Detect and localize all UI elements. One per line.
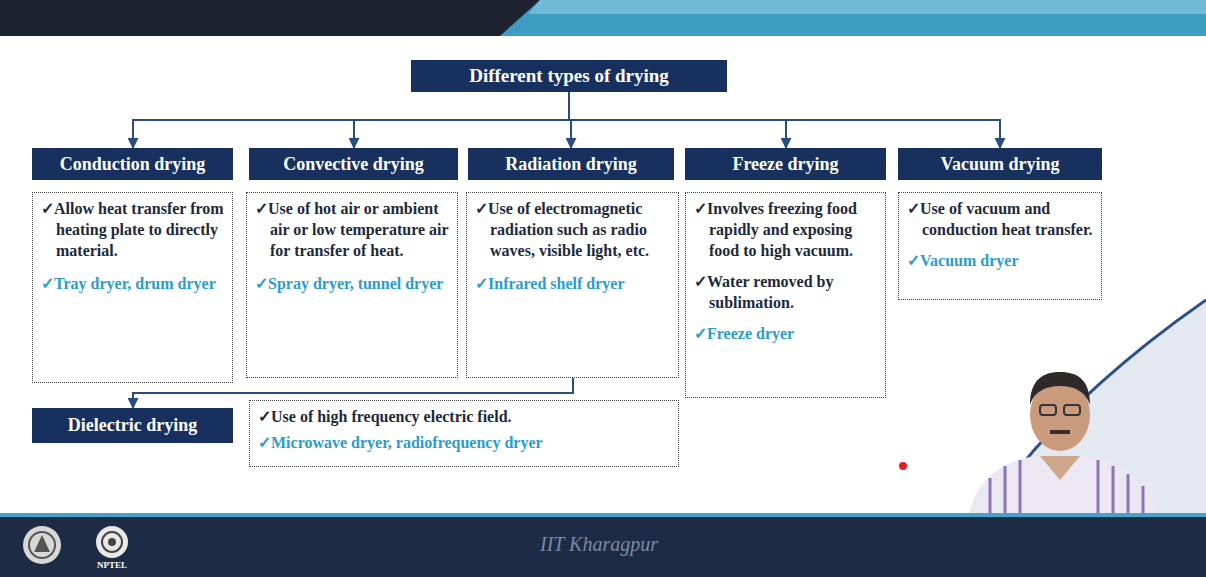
logo-mark	[34, 535, 50, 552]
bullet-text: ✓Use of vacuum and conduction heat trans…	[907, 198, 1093, 240]
presenter-neck	[1040, 456, 1080, 480]
heading-text: Freeze drying	[732, 154, 838, 175]
category-box: Conduction drying	[32, 148, 233, 180]
presenter-hair	[1030, 372, 1090, 405]
presenter-shirt	[968, 456, 1158, 518]
category-box: Convective drying	[249, 148, 458, 180]
heading-text: Different types of drying	[469, 65, 669, 87]
description-box: ✓Use of electromagnetic radiation such a…	[466, 192, 679, 378]
bullet-text: ✓Tray dryer, drum dryer	[41, 273, 224, 294]
logo-caption: NPTEL	[97, 560, 127, 570]
header-band	[0, 0, 1206, 36]
category-box: Freeze drying	[685, 148, 886, 180]
heading-text: Radiation drying	[505, 154, 637, 175]
bullet-text: ✓Use of high frequency electric field.	[258, 406, 670, 427]
connector-arrow	[354, 92, 569, 148]
category-box: Vacuum drying	[898, 148, 1102, 180]
bullet-text: ✓Allow heat transfer from heating plate …	[41, 198, 224, 261]
footer-line	[0, 513, 1206, 517]
connector-arrow	[133, 92, 569, 148]
logo-ring	[102, 532, 122, 552]
connector-arrow	[569, 92, 1000, 148]
description-box: ✓Use of high frequency electric field. ✓M…	[249, 400, 679, 467]
description-box: ✓Allow heat transfer from heating plate …	[32, 192, 233, 383]
logo-disc	[96, 526, 128, 558]
heading-text: Conduction drying	[60, 154, 206, 175]
bullet-text: ✓Spray dryer, tunnel dryer	[255, 273, 449, 294]
description-box: ✓Use of vacuum and conduction heat trans…	[898, 192, 1102, 300]
bullet-text: ✓Microwave dryer, radiofrequency dryer	[258, 432, 670, 453]
description-box: ✓Use of hot air or ambient air or low te…	[246, 192, 458, 378]
bullet-text: ✓Involves freezing food rapidly and expo…	[694, 198, 877, 261]
bullet-text: ✓Water removed by sublimation.	[694, 271, 877, 313]
footer-band	[0, 517, 1206, 577]
category-box: Radiation drying	[468, 148, 674, 180]
glasses-left	[1040, 405, 1056, 415]
category-box: Dielectric drying	[32, 408, 233, 443]
glasses-right	[1064, 405, 1080, 415]
iit-logo	[23, 526, 61, 564]
presenter-figure	[968, 372, 1158, 518]
header-stripe	[528, 0, 1206, 14]
logo-ring	[29, 532, 55, 558]
header-dark	[0, 0, 540, 36]
bullet-text: ✓Use of hot air or ambient air or low te…	[255, 198, 449, 261]
bullet-text: ✓Freeze dryer	[694, 323, 877, 344]
pointer-dot	[899, 462, 907, 470]
heading-text: Vacuum drying	[941, 154, 1060, 175]
bullet-text: ✓Vacuum dryer	[907, 250, 1093, 271]
logo-disc	[23, 526, 61, 564]
title-box: Different types of drying	[411, 60, 727, 92]
bullet-text: ✓Use of electromagnetic radiation such a…	[475, 198, 670, 261]
heading-text: Convective drying	[283, 154, 423, 175]
nptel-logo	[96, 526, 128, 558]
bullet-text: ✓Infrared shelf dryer	[475, 273, 670, 294]
logo-core	[108, 538, 116, 546]
presenter-moustache	[1050, 430, 1070, 434]
footer-watermark: IIT Kharagpur	[540, 533, 658, 556]
description-box: ✓Involves freezing food rapidly and expo…	[685, 192, 886, 398]
heading-text: Dielectric drying	[68, 415, 197, 436]
